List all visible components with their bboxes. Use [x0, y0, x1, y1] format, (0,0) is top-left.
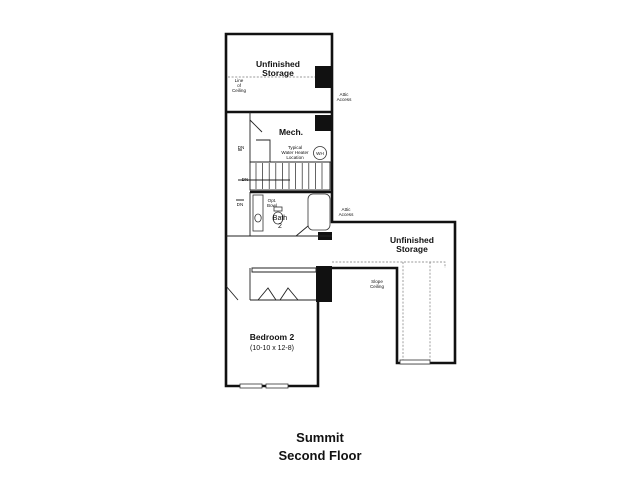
label-storage-top-2: Storage — [262, 68, 294, 78]
window-bedroom-right — [265, 383, 289, 389]
mech-room — [249, 112, 332, 163]
label-dn-2: DN — [242, 177, 249, 182]
label-opt-bowl-1: Opt. — [268, 198, 277, 203]
opt-bowl-icon — [254, 213, 262, 223]
closet-shelf — [251, 267, 317, 273]
exterior-walls — [224, 32, 457, 388]
closet-doors — [257, 287, 299, 301]
label-wh-1: Typical — [288, 145, 302, 150]
label-dn-3: DN — [237, 202, 244, 207]
label-bath-number: 2 — [278, 223, 282, 230]
label-attic-top-2: Access — [337, 97, 353, 102]
label-storage-right-1: Unfinished — [390, 235, 434, 245]
plan-model-name: Summit — [296, 430, 344, 445]
left-wing-wall — [224, 32, 457, 388]
right-ceiling-lines — [332, 261, 446, 360]
upper-storage-area — [226, 66, 332, 114]
bath-door-swing — [295, 225, 309, 237]
stair-outline — [249, 161, 331, 191]
stair — [236, 149, 331, 201]
bedroom-2 — [225, 235, 332, 389]
label-mech: Mech. — [279, 127, 303, 137]
label-dn-1: DN — [238, 145, 245, 150]
stair-arrows — [236, 149, 290, 201]
right-storage-area — [332, 261, 446, 365]
label-slope-2: Ceiling — [370, 284, 384, 289]
label-bath: Bath — [273, 215, 288, 222]
label-opt-bowl-2: Bowl — [267, 203, 277, 208]
label-bedroom-dims: (10-10 x 12-8) — [250, 345, 294, 352]
mech-closet — [256, 139, 271, 162]
label-storage-right-2: Storage — [396, 244, 428, 254]
label-line: Line — [235, 78, 244, 83]
label-wh-3: Location — [286, 155, 304, 160]
label-attic-mid-2: Access — [339, 212, 355, 217]
bedroom-door-swing — [225, 285, 239, 301]
stair-treads — [255, 163, 323, 189]
label-wh-2: Water Heater — [281, 150, 309, 155]
label-wh-badge: WH — [316, 151, 324, 156]
bath-2 — [249, 190, 332, 240]
label-bedroom: Bedroom 2 — [250, 332, 295, 342]
label-ceiling: Ceiling — [232, 88, 246, 93]
chase-bedroom — [316, 266, 332, 302]
water-heater-icon — [313, 146, 327, 160]
window-right — [399, 359, 431, 365]
labels: Unfinished Storage Line of Ceiling Attic… — [232, 59, 434, 352]
toilet-icon — [272, 211, 284, 225]
tub-icon — [307, 193, 331, 231]
plan-floor-name: Second Floor — [278, 448, 362, 463]
window-bedroom-left — [239, 383, 263, 389]
label-slope-1: Slope — [371, 279, 383, 284]
chimney-chase-top — [315, 66, 332, 88]
chase-mech — [315, 115, 332, 131]
label-of: of — [237, 83, 242, 88]
label-attic-top-1: Attic — [340, 92, 350, 97]
closet-walls — [249, 268, 316, 301]
vanity — [252, 194, 264, 232]
label-attic-mid-1: Attic — [342, 207, 352, 212]
toilet-tank-icon — [273, 206, 283, 212]
label-storage-top-1: Unfinished — [256, 59, 300, 69]
mech-door-swing — [249, 119, 263, 133]
